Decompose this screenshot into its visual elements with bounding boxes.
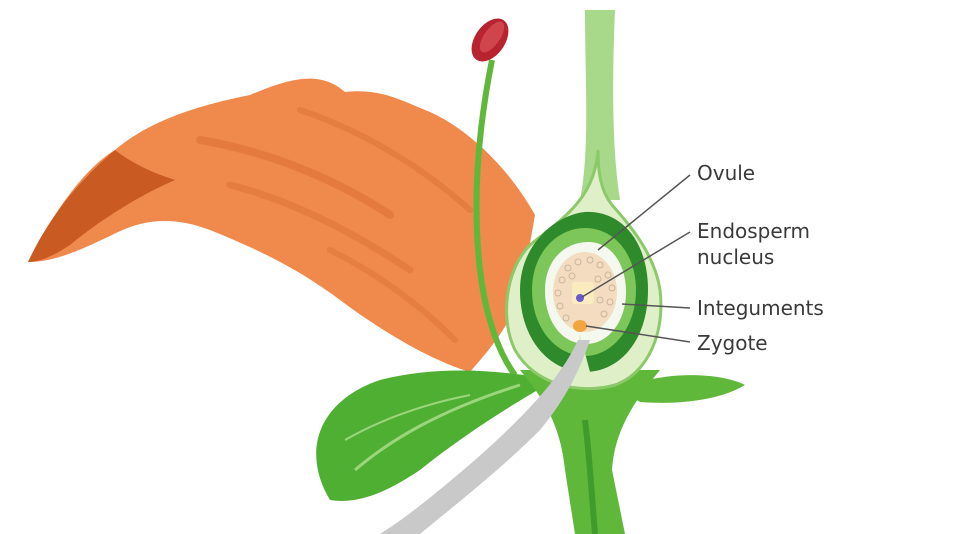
label-zygote: Zygote: [697, 331, 768, 355]
label-ovule: Ovule: [697, 161, 755, 185]
label-integuments: Integuments: [697, 296, 824, 320]
central-cell: [572, 282, 594, 304]
petal: [28, 79, 535, 372]
endosperm-nucleus: [576, 294, 584, 302]
zygote: [573, 320, 587, 332]
label-endosperm-nucleus: nucleus: [697, 245, 774, 269]
label-endosperm: Endosperm: [697, 219, 810, 243]
